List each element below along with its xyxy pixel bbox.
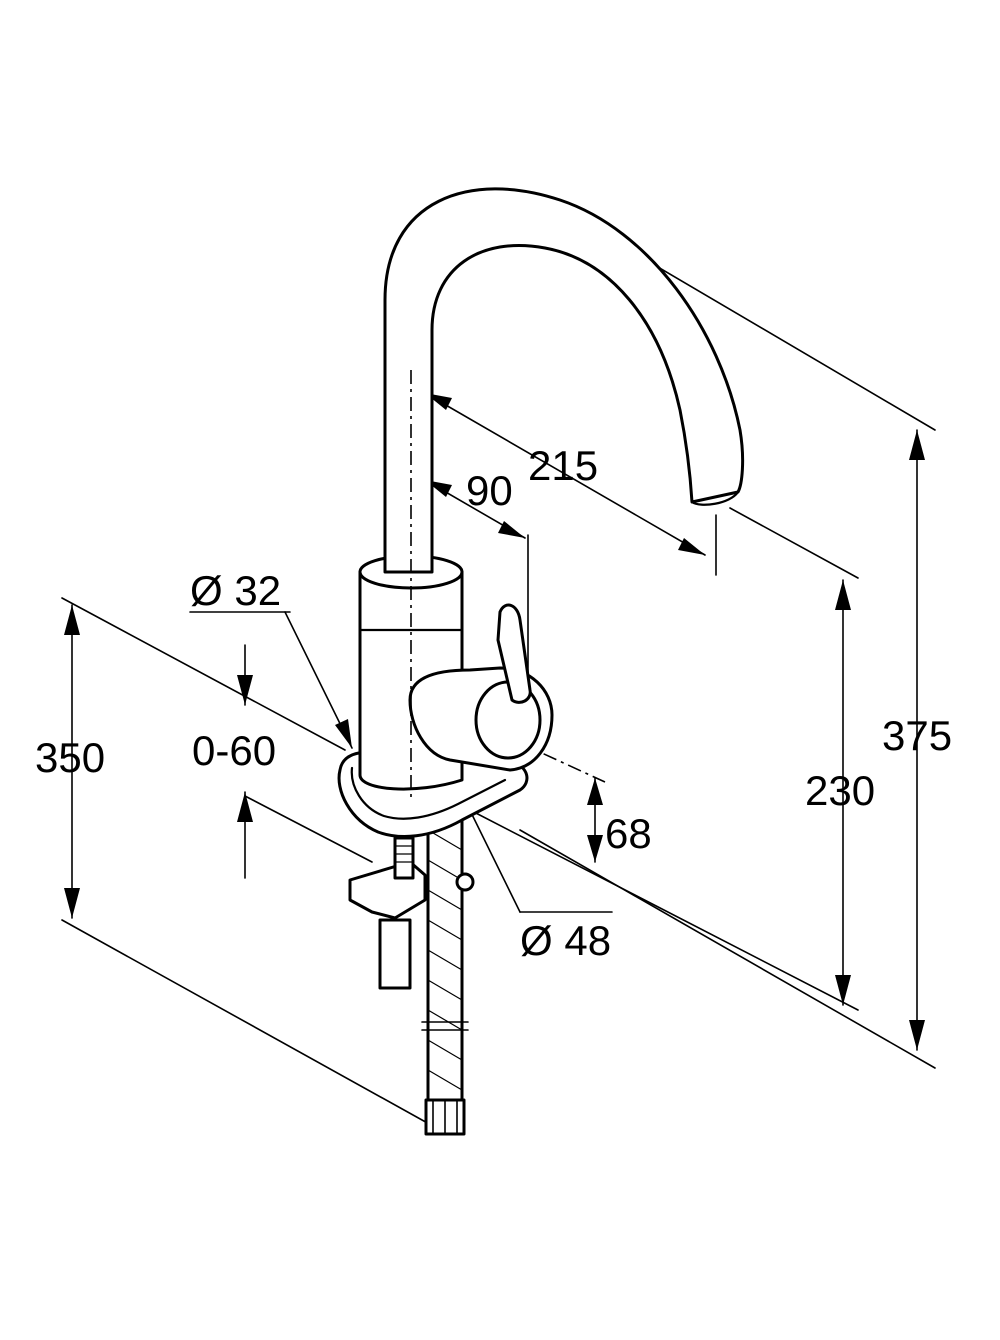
dimension-labels: 215 90 Ø 32 0-60 350 68 Ø 48 230 375 xyxy=(35,442,952,964)
supply-hose xyxy=(421,818,469,1136)
mounting-clamp xyxy=(348,836,475,990)
extension-lines xyxy=(61,239,936,1131)
faucet xyxy=(337,187,745,1136)
label-reach-long: 215 xyxy=(528,442,598,489)
outlet-height-dimension xyxy=(835,579,851,1006)
label-below-counter: 350 xyxy=(35,734,105,781)
counter-thickness-arrows xyxy=(237,644,253,879)
below-counter-dimension xyxy=(64,604,80,919)
label-counter-thickness: 0-60 xyxy=(192,727,276,774)
label-spout-diameter: Ø 32 xyxy=(190,567,281,614)
lever-height-dimension xyxy=(587,777,603,863)
label-lever-height: 68 xyxy=(605,810,652,857)
label-base-diameter: Ø 48 xyxy=(520,917,611,964)
total-height-dimension xyxy=(909,429,925,1051)
label-reach-short: 90 xyxy=(466,467,513,514)
label-outlet-height: 230 xyxy=(805,767,875,814)
spout xyxy=(383,187,745,574)
label-total-height: 375 xyxy=(882,712,952,759)
lever-handle xyxy=(408,603,554,772)
